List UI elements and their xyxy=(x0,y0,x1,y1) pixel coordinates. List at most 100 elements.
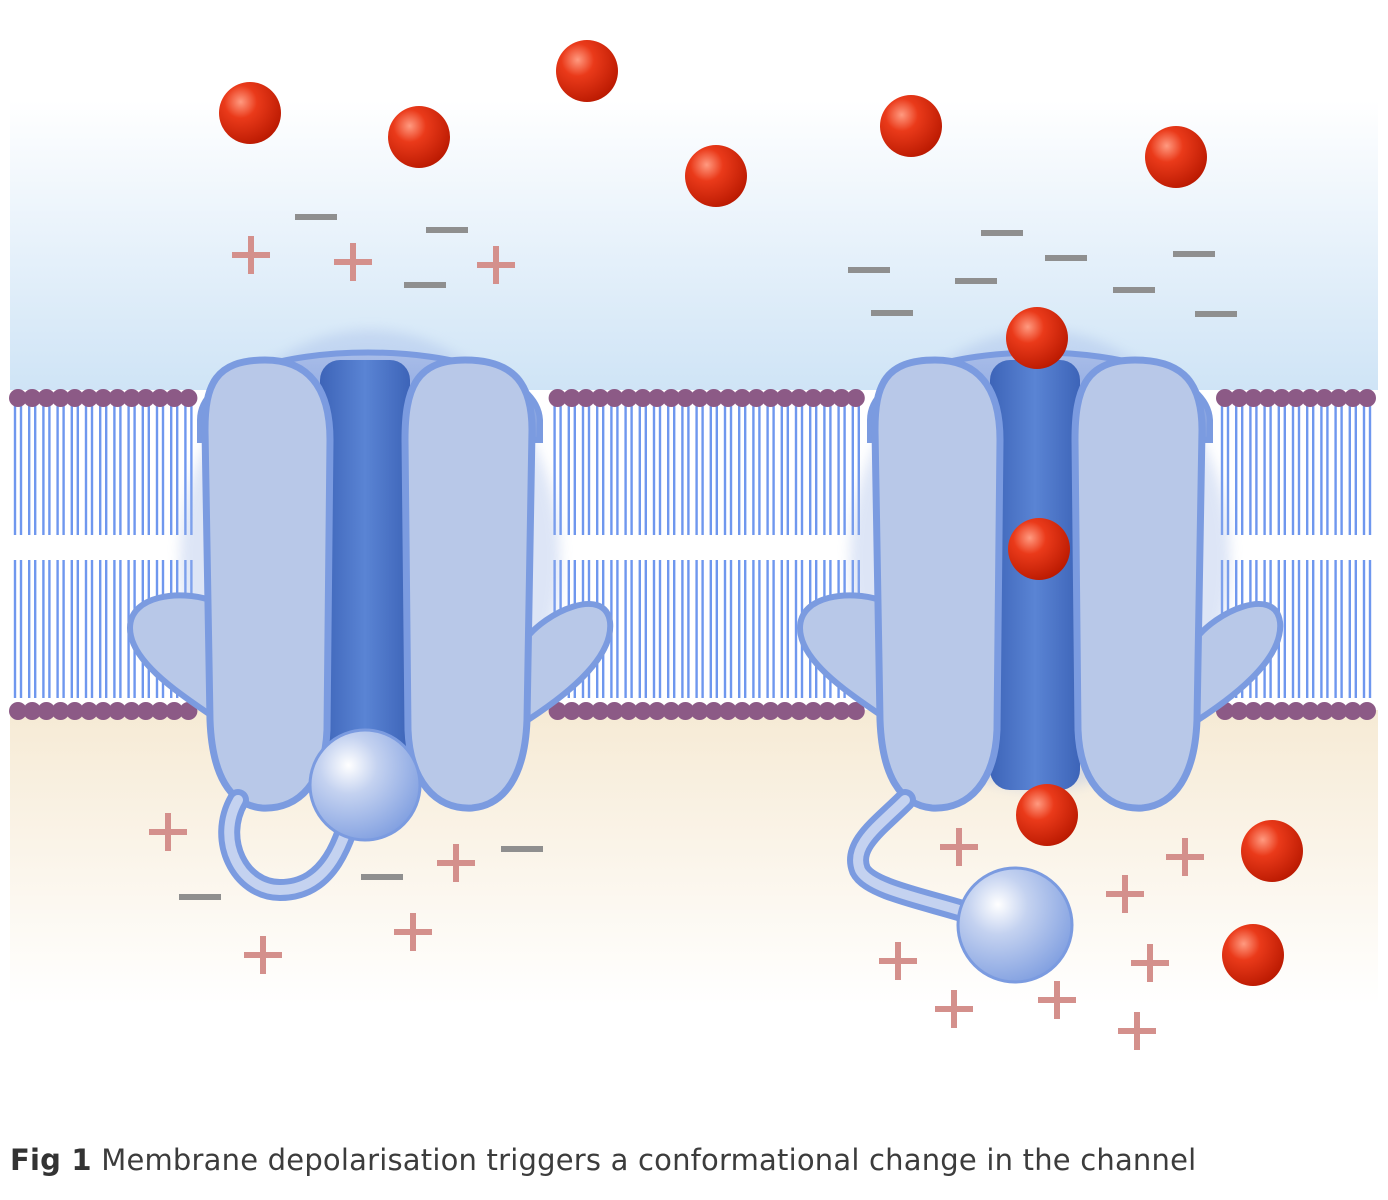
phospholipid-head xyxy=(1216,389,1234,407)
phospholipid-head xyxy=(676,389,695,407)
phospholipid-head xyxy=(122,389,141,407)
phospholipid-head xyxy=(1244,389,1263,407)
phospholipid-head xyxy=(662,389,681,407)
phospholipid-head xyxy=(761,702,780,720)
positive-charge-icon xyxy=(477,246,515,284)
phospholipid-head xyxy=(37,702,56,720)
phospholipid-head xyxy=(1258,389,1277,407)
phospholipid-head xyxy=(605,389,624,407)
phospholipid-head xyxy=(662,702,681,720)
phospholipid-head xyxy=(804,389,823,407)
phospholipid-head xyxy=(37,389,56,407)
phospholipid-head xyxy=(562,702,581,720)
phospholipid-head xyxy=(704,389,723,407)
phospholipid-head xyxy=(605,702,624,720)
phospholipid-head xyxy=(775,702,794,720)
phospholipid-head xyxy=(747,702,766,720)
channel-subunit-left xyxy=(871,356,1004,812)
sodium-ions xyxy=(219,40,1303,986)
phospholipid-head xyxy=(1329,389,1348,407)
phospholipid-head xyxy=(775,389,794,407)
positive-charge-icon xyxy=(1166,838,1204,876)
positive-charge-icon xyxy=(1106,875,1144,913)
phospholipid-head xyxy=(591,389,610,407)
phospholipid-head xyxy=(1343,702,1362,720)
phospholipid-head xyxy=(548,702,567,720)
phospholipid-head xyxy=(747,389,766,407)
phospholipid-head xyxy=(165,702,184,720)
ion-channel-diagram xyxy=(9,40,1378,1050)
phospholipid-head xyxy=(80,389,98,407)
phospholipid-head xyxy=(1230,389,1249,407)
phospholipid-head xyxy=(179,389,198,407)
sodium-ion-icon xyxy=(388,106,450,168)
sodium-ion-icon xyxy=(1145,126,1207,188)
phospholipid-head xyxy=(733,389,752,407)
phospholipid-head xyxy=(1329,702,1348,720)
phospholipid-head xyxy=(1301,389,1320,407)
positive-charge-icon xyxy=(1038,981,1076,1019)
phospholipid-head xyxy=(1287,389,1305,407)
channel-subunit-right xyxy=(1071,356,1206,812)
phospholipid-head xyxy=(1315,702,1334,720)
sodium-ion-icon xyxy=(685,145,747,207)
phospholipid-head xyxy=(832,389,851,407)
phospholipid-head xyxy=(690,702,709,720)
phospholipid-head xyxy=(1258,702,1277,720)
phospholipid-head xyxy=(9,389,27,407)
phospholipid-head xyxy=(108,389,127,407)
phospholipid-head xyxy=(577,389,595,407)
positive-charge-icon xyxy=(149,813,187,851)
positive-charge-icon xyxy=(244,936,282,974)
positive-charge-icon xyxy=(394,913,432,951)
phospholipid-head xyxy=(1315,389,1334,407)
phospholipid-head xyxy=(761,389,780,407)
charge-signs xyxy=(149,214,1237,1050)
phospholipid-head xyxy=(1244,702,1263,720)
positive-charge-icon xyxy=(334,243,372,281)
phospholipid-head xyxy=(108,702,127,720)
channel-wing-left xyxy=(796,592,899,732)
phospholipid-head xyxy=(846,702,865,720)
channel-pore xyxy=(320,360,410,790)
phospholipid-head xyxy=(1358,389,1376,407)
phospholipid-head xyxy=(23,389,42,407)
phospholipid-head xyxy=(577,702,595,720)
channel-wing-right xyxy=(1186,601,1284,731)
phospholipid-head xyxy=(633,389,652,407)
phospholipid-head xyxy=(51,389,70,407)
sodium-ion-icon xyxy=(1222,924,1284,986)
phospholipid-head xyxy=(65,389,84,407)
phospholipid-head xyxy=(94,389,113,407)
phospholipid-head xyxy=(562,389,581,407)
phospholipid-head xyxy=(151,702,169,720)
phospholipid-head xyxy=(704,702,723,720)
phospholipid-head xyxy=(136,702,155,720)
sodium-ion-icon xyxy=(1008,518,1070,580)
phospholipid-head xyxy=(1272,389,1291,407)
phospholipid-head xyxy=(690,389,709,407)
inactivation-ball xyxy=(308,728,422,842)
positive-charge-icon xyxy=(879,942,917,980)
closed-channel xyxy=(126,330,614,902)
phospholipid-head xyxy=(591,702,610,720)
phospholipid-head xyxy=(1230,702,1249,720)
sodium-ion-icon xyxy=(1006,307,1068,369)
phospholipid-head xyxy=(80,702,98,720)
sodium-ion-icon xyxy=(880,95,942,157)
phospholipid-head xyxy=(136,389,155,407)
phospholipid-heads xyxy=(9,389,1376,720)
inactivation-ball xyxy=(956,866,1074,984)
phospholipid-head xyxy=(94,702,113,720)
phospholipid-head xyxy=(719,389,737,407)
inactivation-linker-highlight xyxy=(853,795,980,920)
phospholipid-head xyxy=(719,702,737,720)
phospholipid-head xyxy=(648,702,666,720)
positive-charge-icon xyxy=(935,990,973,1028)
figure-label: Fig 1 xyxy=(10,1143,92,1177)
positive-charge-icon xyxy=(437,844,475,882)
sodium-ion-icon xyxy=(1016,784,1078,846)
channel-wing-right xyxy=(516,601,614,731)
inactivation-linker-highlight xyxy=(224,795,360,896)
phospholipid-head xyxy=(1272,702,1291,720)
